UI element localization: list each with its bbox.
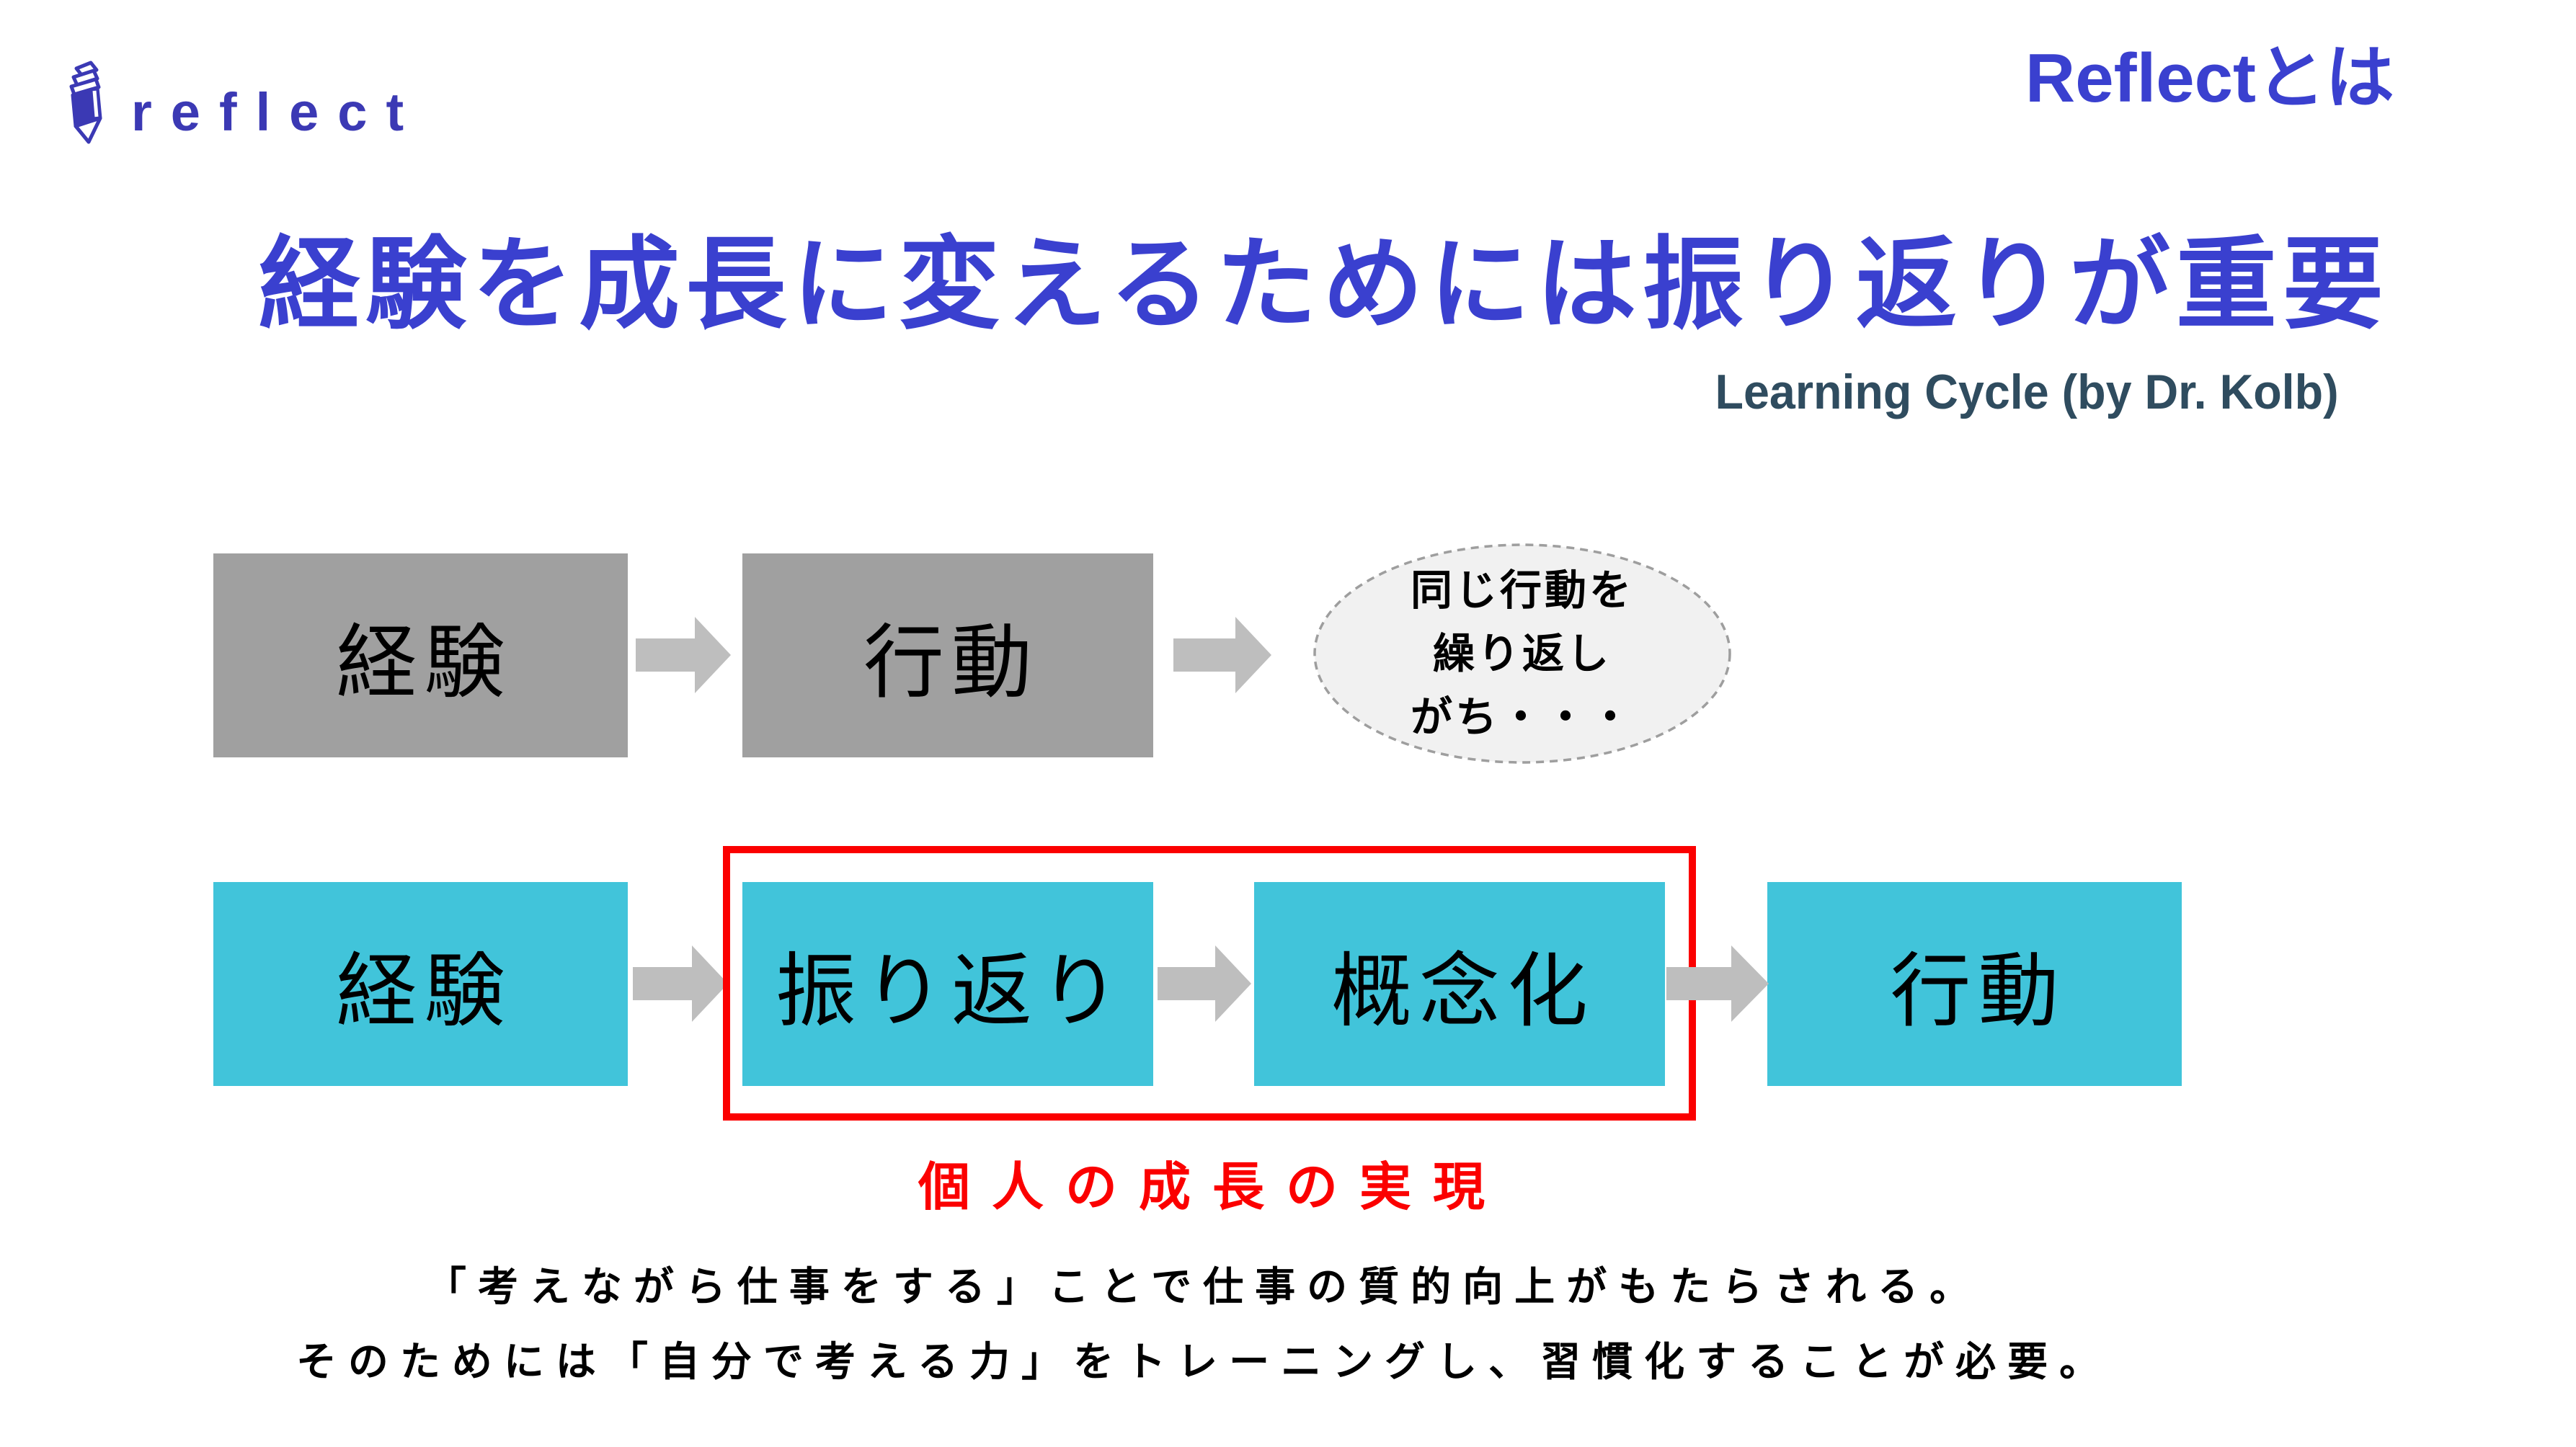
dashed-ellipse-shape bbox=[1313, 543, 1731, 764]
box-conceptualization: 概念化 bbox=[1254, 882, 1665, 1086]
box-label: 行動 bbox=[1890, 945, 2066, 1036]
box-label: 経験 bbox=[336, 945, 512, 1036]
repeat-behavior-ellipse: 同じ行動を 繰り返し がち・・・ bbox=[1312, 542, 1733, 765]
arrow-right-icon bbox=[636, 617, 731, 693]
box-experience-cyan: 経験 bbox=[213, 882, 628, 1086]
box-label: 経験 bbox=[336, 617, 512, 708]
box-action-cyan: 行動 bbox=[1767, 882, 2182, 1086]
highlight-caption: 個人の成長の実現 bbox=[918, 1159, 1507, 1216]
ellipse-line: 同じ行動を bbox=[1410, 567, 1634, 614]
slide-headline: 経験を成長に変えるためには振り返りが重要 bbox=[259, 228, 2389, 341]
box-label: 振り返り bbox=[776, 945, 1127, 1036]
ellipse-line: 繰り返し bbox=[1432, 631, 1612, 677]
arrow-right-icon bbox=[1666, 945, 1769, 1022]
highlight-rectangle bbox=[723, 846, 1696, 1121]
box-label: 概念化 bbox=[1331, 945, 1595, 1036]
page-title: Reflectとは bbox=[2025, 40, 2394, 117]
arrow-right-icon bbox=[1173, 617, 1271, 693]
box-experience-gray: 経験 bbox=[213, 553, 628, 757]
footer-line: そのためには「自分で考える力」をトレーニングし、習慣化することが必要。 bbox=[296, 1339, 2112, 1384]
ellipse-text: 同じ行動を 繰り返し がち・・・ bbox=[1312, 559, 1733, 749]
footer-line: 「考えながら仕事をする」ことで仕事の質的向上がもたらされる。 bbox=[425, 1264, 1982, 1309]
box-reflection: 振り返り bbox=[742, 882, 1153, 1086]
arrow-right-icon bbox=[1158, 945, 1251, 1022]
box-action-gray: 行動 bbox=[742, 553, 1153, 757]
footer-message: 「考えながら仕事をする」ことで仕事の質的向上がもたらされる。 そのためには「自分… bbox=[296, 1250, 2111, 1399]
brand-logo: reflect bbox=[63, 58, 422, 147]
pencil-icon bbox=[69, 61, 102, 144]
box-label: 行動 bbox=[863, 617, 1039, 708]
brand-name: reflect bbox=[131, 81, 423, 142]
arrow-right-icon bbox=[633, 945, 728, 1022]
subtitle-learning-cycle: Learning Cycle (by Dr. Kolb) bbox=[1715, 365, 2339, 419]
ellipse-line: がち・・・ bbox=[1410, 694, 1634, 741]
